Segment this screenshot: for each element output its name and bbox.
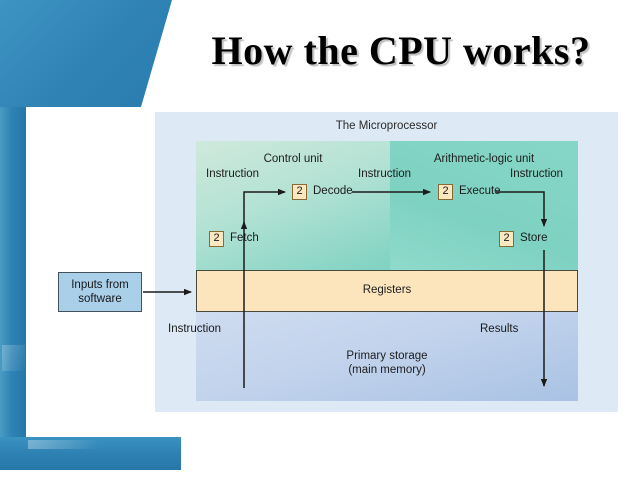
inputs-line2: software [78,293,122,305]
step-label-decode: Decode [313,185,353,197]
step-label-fetch: Fetch [230,232,259,244]
step-chip-fetch: 2 [209,231,224,247]
flow-label-instruction-execute-to-store: Instruction [510,168,564,180]
registers-label: Registers [362,284,412,296]
decorative-bottom-bar [0,437,181,470]
control-unit-region: Control unit [196,141,390,270]
decorative-gloss-left [2,345,25,371]
flow-label-results-to-storage: Results [480,323,519,335]
diagram-caption: The Microprocessor [335,120,438,132]
cpu-diagram: The Microprocessor Control unit Arithmet… [155,112,618,412]
primary-storage-line1: Primary storage [346,350,428,362]
primary-storage-region: Primary storage (main memory) [196,312,578,401]
flow-label-instruction-from-storage: Instruction [168,323,222,335]
arithmetic-logic-unit-label: Arithmetic-logic unit [433,153,535,165]
decorative-top-trapezoid [0,0,172,107]
primary-storage-label: Primary storage (main memory) [196,349,578,377]
step-chip-decode: 2 [292,184,307,200]
control-unit-label: Control unit [263,153,323,165]
inputs-from-software-box: Inputs from software [58,272,142,312]
arithmetic-logic-unit-region: Arithmetic-logic unit [390,141,578,270]
step-chip-execute: 2 [438,184,453,200]
inputs-line1: Inputs from [71,279,129,291]
step-label-store: Store [520,232,548,244]
registers-region: Registers [196,270,578,312]
flow-label-instruction-fetch-to-decode: Instruction [206,168,260,180]
decorative-gloss-bottom [28,440,98,449]
step-label-execute: Execute [459,185,501,197]
primary-storage-line2: (main memory) [348,364,426,376]
step-chip-store: 2 [499,231,514,247]
flow-label-instruction-decode-to-execute: Instruction [358,168,412,180]
page-title: How the CPU works? [211,28,591,73]
